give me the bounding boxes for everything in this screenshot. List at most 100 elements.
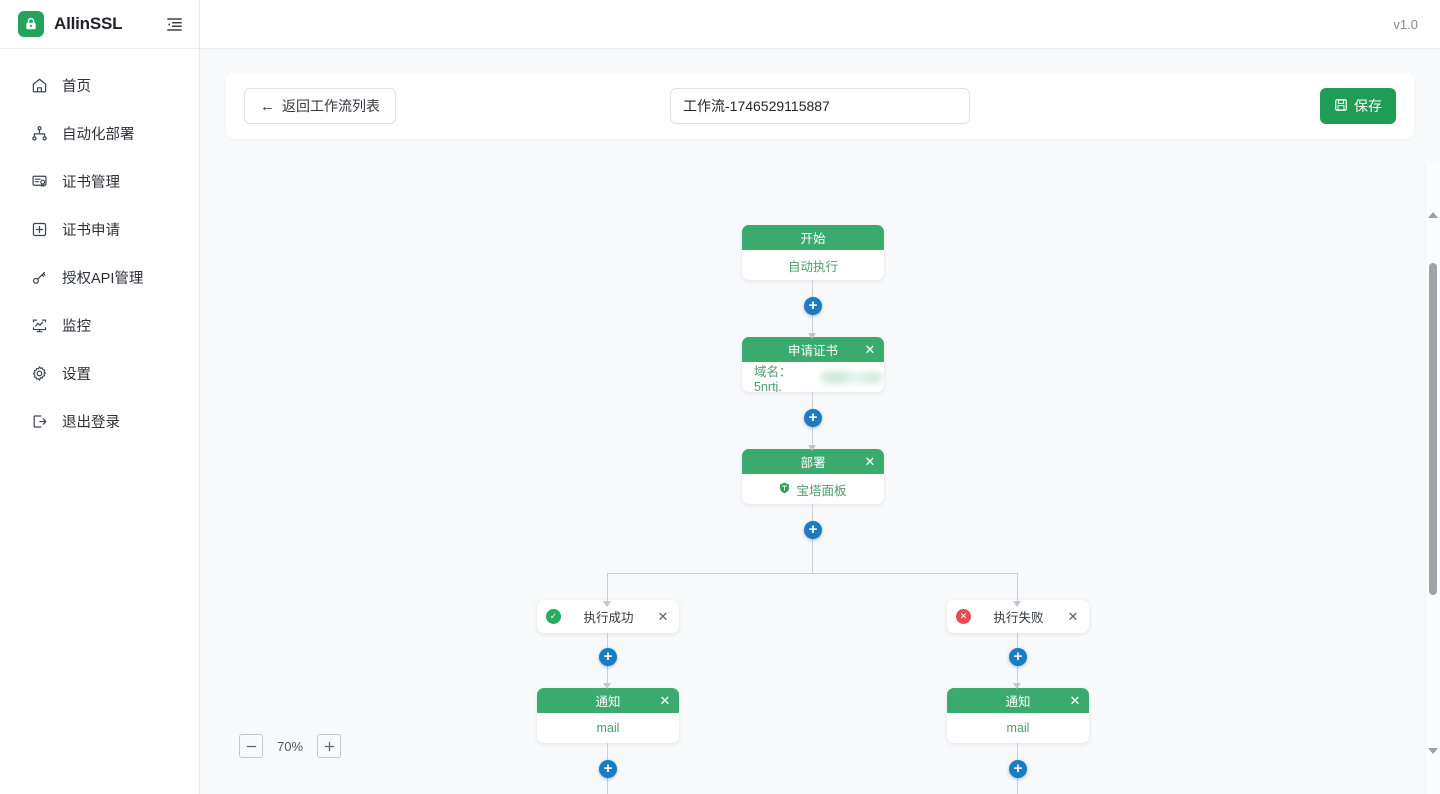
node-apply-cert[interactable]: 申请证书 ✕ 域名：5nrtj.	[742, 337, 884, 392]
sidebar: AllinSSL 首页 自动化部署	[0, 0, 200, 794]
sidebar-item-automation[interactable]: 自动化部署	[0, 109, 199, 157]
sidebar-item-logout[interactable]: 退出登录	[0, 397, 199, 445]
edge-split-bar	[607, 573, 1018, 574]
sidebar-collapse-icon[interactable]	[163, 13, 185, 35]
brand-header: AllinSSL	[0, 0, 199, 49]
edge-arrow	[1013, 683, 1021, 689]
close-icon[interactable]: ✕	[659, 693, 671, 708]
node-apply-cert-header: 申请证书 ✕	[742, 337, 884, 362]
node-deploy[interactable]: 部署 ✕ 宝塔面板	[742, 449, 884, 504]
add-node-button-7[interactable]: +	[1009, 760, 1027, 778]
plus-icon: +	[603, 647, 613, 665]
arrow-left-icon: ←	[260, 97, 275, 115]
workflow-canvas[interactable]: 开始 自动执行 + 申请证书 ✕	[226, 163, 1414, 794]
close-icon[interactable]: ✕	[1069, 693, 1081, 708]
check-circle-icon: ✓	[546, 609, 561, 624]
node-deploy-body-text: 宝塔面板	[796, 483, 847, 498]
save-button-label: 保存	[1354, 98, 1382, 114]
brand-name: AllinSSL	[54, 14, 123, 33]
workflow-toolbar: ← 返回工作流列表 保存	[226, 73, 1414, 139]
scrollbar-thumb[interactable]	[1429, 263, 1437, 595]
error-circle-icon: ✕	[956, 609, 971, 624]
node-start[interactable]: 开始 自动执行	[742, 225, 884, 280]
bt-panel-icon	[779, 482, 790, 497]
add-node-button-1[interactable]: +	[804, 297, 822, 315]
back-to-workflow-list-button[interactable]: ← 返回工作流列表	[244, 88, 396, 124]
zoom-in-button[interactable]	[317, 734, 342, 758]
sidebar-item-label: 退出登录	[62, 414, 120, 431]
flow-graph: 开始 自动执行 + 申请证书 ✕	[226, 163, 1414, 794]
sidebar-item-cert-manage[interactable]: 证书管理	[0, 157, 199, 205]
canvas-scrollbar[interactable]	[1425, 163, 1440, 794]
sitemap-icon	[30, 124, 48, 142]
sidebar-item-api-auth[interactable]: 授权API管理	[0, 253, 199, 301]
node-deploy-header: 部署 ✕	[742, 449, 884, 474]
close-icon[interactable]: ✕	[864, 454, 876, 469]
plus-icon: +	[808, 520, 818, 538]
workflow-name-input[interactable]	[670, 88, 970, 124]
save-button[interactable]: 保存	[1320, 88, 1396, 124]
node-notify-fail-title: 通知	[1005, 695, 1031, 709]
zoom-out-button[interactable]	[239, 734, 263, 758]
back-button-label: 返回工作流列表	[282, 98, 380, 114]
plus-icon: +	[603, 759, 613, 777]
scroll-up-arrow-icon[interactable]	[1428, 212, 1438, 218]
plus-icon: +	[808, 408, 818, 426]
plus-icon: +	[1013, 759, 1023, 777]
node-deploy-title: 部署	[800, 456, 826, 470]
logout-icon	[30, 412, 48, 430]
add-node-button-6[interactable]: +	[599, 760, 617, 778]
content-area: ← 返回工作流列表 保存 开始	[200, 49, 1440, 794]
gear-icon	[30, 364, 48, 382]
edge-split-left	[607, 573, 608, 606]
sidebar-item-label: 自动化部署	[62, 126, 135, 143]
node-notify-fail-body: mail	[947, 713, 1089, 743]
node-notify-success-header: 通知 ✕	[537, 688, 679, 713]
node-branch-fail[interactable]: ✕ 执行失败 ✕	[947, 600, 1089, 633]
edge-arrow	[1013, 601, 1021, 607]
node-start-title: 开始	[800, 232, 826, 246]
scroll-down-arrow-icon[interactable]	[1428, 748, 1438, 754]
node-branch-success-label: 执行成功	[583, 611, 634, 625]
plus-icon: +	[808, 296, 818, 314]
main-area: v1.0 ← 返回工作流列表 保存	[200, 0, 1440, 794]
sidebar-item-label: 设置	[62, 366, 91, 383]
sidebar-item-settings[interactable]: 设置	[0, 349, 199, 397]
key-icon	[30, 268, 48, 286]
node-notify-fail[interactable]: 通知 ✕ mail	[947, 688, 1089, 743]
monitor-icon	[30, 316, 48, 334]
certificate-icon	[30, 172, 48, 190]
node-start-body: 自动执行	[742, 250, 884, 280]
add-node-button-4[interactable]: +	[599, 648, 617, 666]
node-notify-fail-body-text: mail	[1006, 721, 1030, 735]
node-apply-cert-title: 申请证书	[787, 344, 838, 358]
node-start-body-text: 自动执行	[787, 259, 838, 274]
version-label: v1.0	[1393, 16, 1418, 32]
sidebar-item-cert-apply[interactable]: 证书申请	[0, 205, 199, 253]
sidebar-item-label: 监控	[62, 318, 91, 335]
node-branch-fail-label: 执行失败	[993, 611, 1044, 625]
node-deploy-body: 宝塔面板	[742, 474, 884, 504]
sidebar-item-home[interactable]: 首页	[0, 61, 199, 109]
node-notify-success[interactable]: 通知 ✕ mail	[537, 688, 679, 743]
zoom-level-label: 70%	[277, 738, 304, 754]
node-branch-success[interactable]: ✓ 执行成功 ✕	[537, 600, 679, 633]
lock-logo-icon	[18, 11, 44, 37]
plus-icon: +	[1013, 647, 1023, 665]
add-node-button-3[interactable]: +	[804, 521, 822, 539]
add-node-button-2[interactable]: +	[804, 409, 822, 427]
sidebar-nav: 首页 自动化部署 证书管理 证书申请	[0, 49, 199, 445]
top-bar: v1.0	[200, 0, 1440, 49]
edge-arrow	[603, 683, 611, 689]
node-notify-success-body-text: mail	[596, 721, 620, 735]
floppy-disk-icon	[1334, 98, 1348, 115]
close-icon[interactable]: ✕	[864, 342, 876, 357]
close-icon[interactable]: ✕	[657, 609, 669, 624]
add-node-button-5[interactable]: +	[1009, 648, 1027, 666]
node-start-header: 开始	[742, 225, 884, 250]
sidebar-item-monitor[interactable]: 监控	[0, 301, 199, 349]
node-notify-success-title: 通知	[595, 695, 621, 709]
close-icon[interactable]: ✕	[1067, 609, 1079, 624]
sidebar-item-label: 证书申请	[62, 222, 120, 239]
sidebar-item-label: 证书管理	[62, 174, 120, 191]
